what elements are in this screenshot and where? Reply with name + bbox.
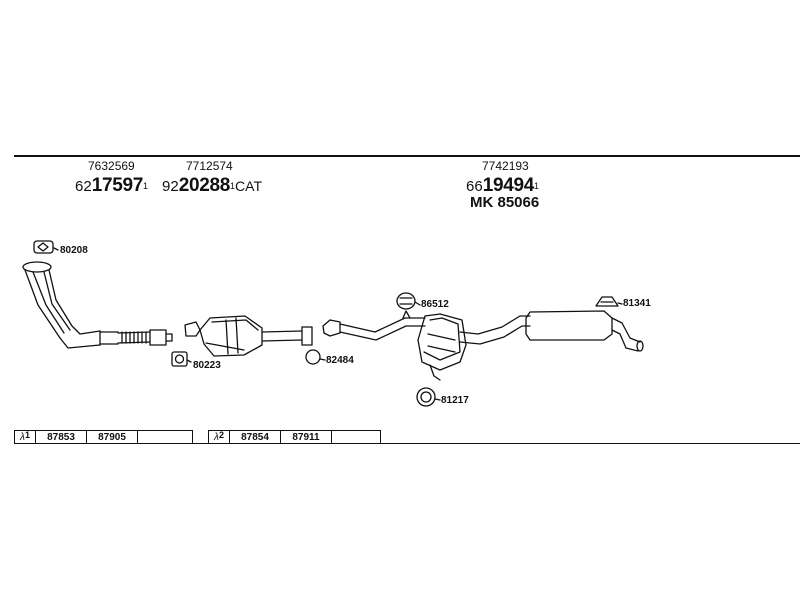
group2-number: 20288	[178, 175, 231, 196]
callout-80223: 80223	[193, 360, 221, 371]
lambda-2-cell: 87911	[280, 430, 332, 444]
mount-81341-leader	[617, 302, 623, 305]
group3-prefix: 66	[466, 178, 483, 195]
group1-ref: 7632569	[88, 159, 135, 173]
bottom-divider-line	[14, 443, 800, 444]
gasket-80223-icon	[171, 351, 188, 367]
rear-silencer-icon	[525, 310, 644, 352]
lambda-2-cell: 87854	[229, 430, 281, 444]
group2-sup: 1	[230, 181, 236, 191]
group3-sup: 1	[534, 181, 540, 191]
catalytic-converter-icon	[184, 315, 313, 357]
ring-81217-icon	[416, 387, 436, 407]
rubber-mount-86512-icon	[396, 292, 416, 310]
gasket-80223-leader	[186, 359, 192, 363]
callout-82484: 82484	[326, 355, 354, 366]
group2-part-number: 92 20288 1 CAT	[162, 175, 262, 197]
group1-sup: 1	[143, 181, 149, 191]
group3-part-number: 66 19494 1	[466, 175, 539, 197]
group2-prefix: 92	[162, 178, 179, 195]
ring-81217-leader	[434, 398, 441, 401]
lambda-1-cell	[137, 430, 193, 444]
gasket-80208-icon	[33, 240, 54, 254]
mount-86512-leader	[414, 301, 421, 306]
group1-prefix: 62	[75, 178, 92, 195]
group1-number: 17597	[91, 175, 144, 196]
gasket-80208-leader	[53, 247, 59, 251]
lambda-2-cell	[331, 430, 381, 444]
group3-number: 19494	[482, 175, 535, 196]
lambda-2-label: λ2	[208, 430, 230, 444]
callout-80208: 80208	[60, 245, 88, 256]
lambda-1-cell: 87853	[35, 430, 87, 444]
group3-ref: 7742193	[482, 159, 529, 173]
group2-ref: 7712574	[186, 159, 233, 173]
ring-82484-leader	[319, 358, 326, 361]
group2-suffix: CAT	[235, 178, 263, 194]
callout-81217: 81217	[441, 395, 469, 406]
front-pipe-icon	[22, 261, 173, 349]
lambda-1-label: λ1	[14, 430, 36, 444]
top-divider-line	[14, 155, 800, 157]
callout-86512: 86512	[421, 299, 449, 310]
group1-part-number: 62 17597 1	[75, 175, 148, 197]
center-silencer-icon	[322, 310, 531, 381]
mount-81341-icon	[595, 296, 619, 307]
callout-81341: 81341	[623, 298, 651, 309]
group3-mk: MK 85066	[470, 194, 540, 211]
lambda-1-cell: 87905	[86, 430, 138, 444]
lambda-table-2: λ2 87854 87911	[208, 430, 381, 444]
lambda-table-1: λ1 87853 87905	[14, 430, 193, 444]
ring-82484-icon	[305, 349, 321, 365]
